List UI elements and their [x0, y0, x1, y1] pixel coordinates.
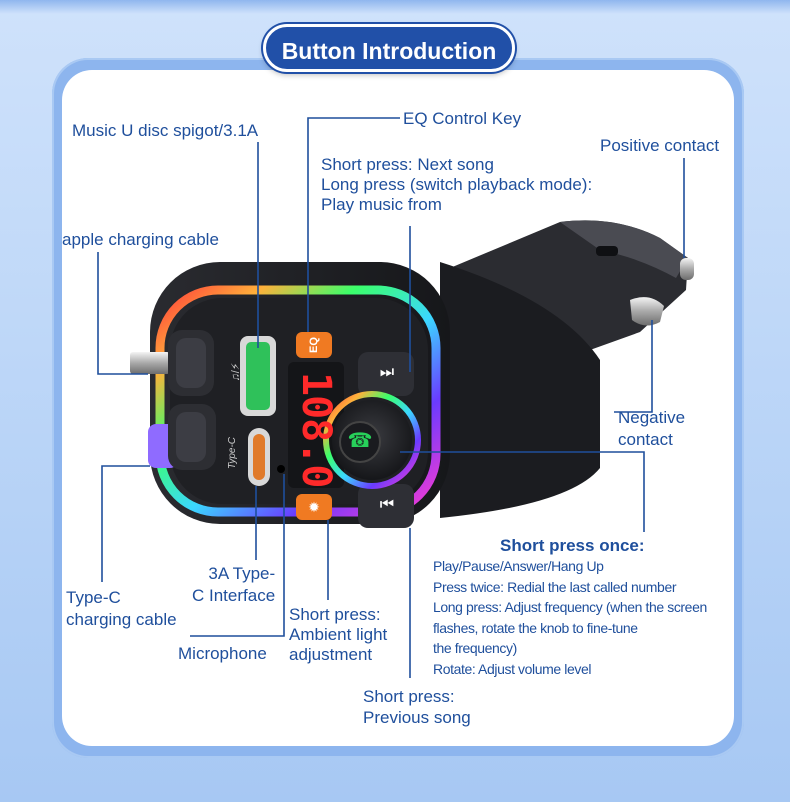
- eq-key: [296, 332, 332, 358]
- label-knob-details: Play/Pause/Answer/Hang Up Press twice: R…: [433, 558, 707, 677]
- label-type-c-interface: 3A Type- C Interface: [192, 564, 276, 605]
- label-type-c-cable: Type-C charging cable: [66, 588, 177, 629]
- microphone-hole: [277, 465, 285, 473]
- light-key: [296, 494, 332, 520]
- label-ambient-light: Short press: Ambient light adjustment: [289, 605, 388, 664]
- next-track-icon: ⏭: [379, 364, 395, 381]
- label-apple-cable: apple charging cable: [62, 230, 219, 249]
- negative-contact-spring: [630, 297, 664, 326]
- plug-barrel: [450, 220, 694, 350]
- previous-track-icon: ⏮: [379, 496, 395, 513]
- display-frequency: 108.0: [293, 372, 339, 488]
- top-band: [0, 0, 790, 14]
- typec-cable-plug: [148, 404, 216, 470]
- typec-port-label: Type-C: [227, 436, 238, 470]
- eq-key-label: EQ: [308, 337, 320, 353]
- label-positive-contact: Positive contact: [600, 136, 720, 155]
- knob-light-ring: [323, 391, 421, 489]
- phone-icon: ☎: [347, 430, 373, 452]
- label-previous-song: Short press: Previous song: [363, 687, 471, 727]
- next-key: [358, 352, 414, 396]
- page-title: Button Introduction: [263, 24, 515, 72]
- label-microphone: Microphone: [178, 644, 267, 663]
- usb-port-label: ♫/⚡: [230, 362, 242, 382]
- label-short-press-once: Short press once:: [500, 536, 645, 555]
- apple-cable-plug: [130, 330, 214, 396]
- light-icon: ✹: [308, 499, 320, 515]
- label-negative-contact: Negative contact: [618, 408, 686, 449]
- label-next-song: Short press: Next song Long press (switc…: [321, 155, 593, 214]
- label-eq-control-key: EQ Control Key: [403, 109, 522, 128]
- label-music-u-disc: Music U disc spigot/3.1A: [72, 121, 259, 140]
- positive-contact-tip: [680, 258, 694, 280]
